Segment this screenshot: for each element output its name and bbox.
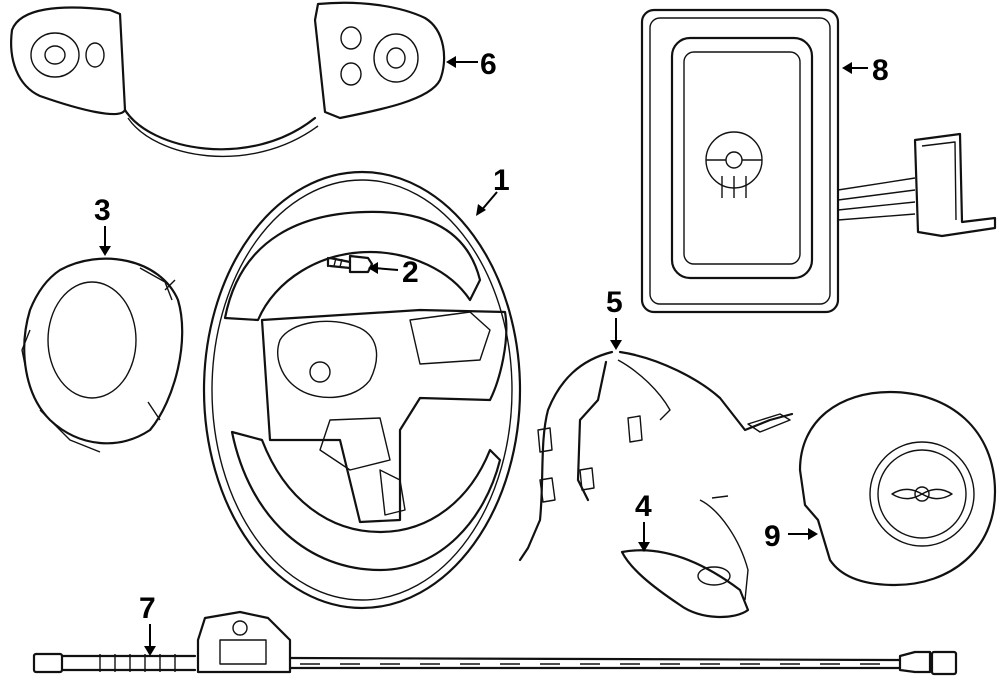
- bolt-part: [326, 254, 374, 274]
- callout-2: 2: [402, 256, 419, 289]
- callout-8: 8: [872, 54, 889, 87]
- airbag-module-part: [640, 8, 997, 314]
- callout-7: 7: [139, 592, 156, 625]
- cable-part: [32, 610, 958, 676]
- callout-1: 1: [493, 164, 510, 197]
- wiring-harness-part: [518, 350, 794, 562]
- airbag-cover-part: [798, 390, 997, 587]
- callout-5: 5: [606, 286, 623, 319]
- callout-6: 6: [480, 48, 497, 81]
- lower-cover-part: [620, 495, 750, 619]
- callout-3: 3: [94, 194, 111, 227]
- switch-cover-part: [10, 1, 446, 158]
- steering-wheel-part: [202, 170, 522, 610]
- callout-9: 9: [764, 520, 781, 553]
- clockspring-part: [21, 257, 184, 453]
- callout-4: 4: [635, 490, 652, 523]
- leader-lines: [99, 56, 868, 656]
